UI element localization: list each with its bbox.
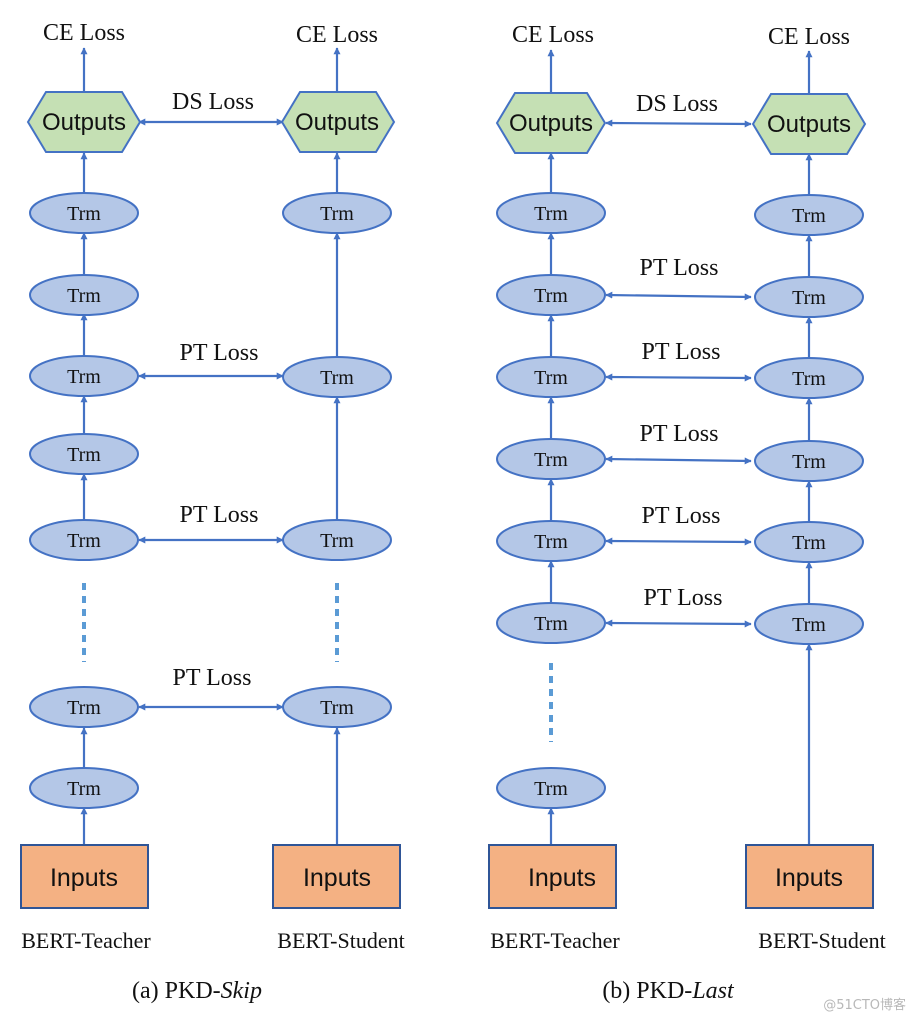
teacher-inputs-node: Inputs: [20, 844, 149, 909]
panel-pkd-skip: Outputs Trm Trm Trm Trm Trm Trm Trm: [20, 20, 405, 1004]
svg-text:Trm: Trm: [534, 613, 568, 635]
student-trm-node: Trm: [754, 440, 864, 482]
student-trm-node: Trm: [754, 276, 864, 318]
teacher-trm-node: Trm: [496, 274, 606, 316]
teacher-trm-node: Trm: [496, 767, 606, 809]
pt-loss-label: PT Loss: [642, 503, 721, 529]
svg-text:Outputs: Outputs: [295, 109, 379, 136]
student-trm-node: Trm: [282, 192, 392, 234]
svg-text:Trm: Trm: [534, 367, 568, 389]
teacher-trm-node: Trm: [29, 355, 139, 397]
student-inputs-node: Inputs: [272, 844, 401, 909]
student-outputs-node: Outputs: [280, 91, 396, 153]
teacher-trm-node: Trm: [496, 520, 606, 562]
svg-text:Trm: Trm: [67, 203, 101, 225]
student-trm-node: Trm: [754, 521, 864, 563]
teacher-trm-node: Trm: [496, 192, 606, 234]
svg-text:Trm: Trm: [67, 697, 101, 719]
teacher-trm-node: Trm: [496, 602, 606, 644]
student-label: BERT-Student: [758, 928, 885, 953]
teacher-label: BERT-Teacher: [490, 928, 620, 953]
teacher-trm-node: Trm: [29, 274, 139, 316]
svg-text:Inputs: Inputs: [775, 864, 843, 892]
pt-loss-label: PT Loss: [180, 340, 259, 366]
pt-loss-label: PT Loss: [644, 585, 723, 611]
teacher-outputs-node: Outputs: [495, 92, 607, 154]
svg-text:Inputs: Inputs: [50, 864, 118, 892]
student-trm-node: Trm: [282, 356, 392, 398]
student-label: BERT-Student: [277, 928, 404, 953]
svg-text:Trm: Trm: [792, 368, 826, 390]
svg-text:Trm: Trm: [792, 205, 826, 227]
student-trm-node: Trm: [754, 603, 864, 645]
svg-text:Trm: Trm: [67, 366, 101, 388]
pt-loss-label: PT Loss: [640, 421, 719, 447]
pt-loss-label: PT Loss: [180, 502, 259, 528]
svg-text:Outputs: Outputs: [767, 111, 851, 138]
ce-loss-label: CE Loss: [296, 22, 378, 48]
panel-pkd-last: Outputs Trm Trm Trm Trm Trm Trm Trm: [488, 22, 886, 1004]
teacher-inputs-node: Inputs: [488, 844, 617, 909]
svg-text:Trm: Trm: [67, 778, 101, 800]
svg-text:Trm: Trm: [792, 614, 826, 636]
svg-text:Trm: Trm: [320, 530, 354, 552]
svg-text:Inputs: Inputs: [528, 864, 596, 892]
teacher-outputs-node: Outputs: [26, 91, 142, 153]
student-trm-node: Trm: [754, 357, 864, 399]
teacher-trm-node: Trm: [496, 438, 606, 480]
svg-text:Trm: Trm: [320, 697, 354, 719]
ds-loss-label: DS Loss: [172, 89, 254, 115]
svg-text:Trm: Trm: [534, 531, 568, 553]
svg-text:Trm: Trm: [792, 532, 826, 554]
teacher-trm-node: Trm: [29, 519, 139, 561]
panel-caption: (b) PKD-Last: [602, 978, 735, 1004]
svg-text:Outputs: Outputs: [509, 110, 593, 137]
svg-text:Trm: Trm: [534, 778, 568, 800]
pt-loss-label: PT Loss: [640, 255, 719, 281]
svg-text:Trm: Trm: [534, 203, 568, 225]
ce-loss-label: CE Loss: [768, 24, 850, 50]
teacher-trm-node: Trm: [29, 767, 139, 809]
ce-loss-label: CE Loss: [512, 22, 594, 48]
student-trm-node: Trm: [754, 194, 864, 236]
svg-text:Trm: Trm: [792, 287, 826, 309]
svg-text:Trm: Trm: [534, 449, 568, 471]
teacher-trm-node: Trm: [29, 192, 139, 234]
watermark: @51CTO博客: [823, 997, 906, 1013]
svg-text:Trm: Trm: [67, 285, 101, 307]
ce-loss-label: CE Loss: [43, 20, 125, 46]
panel-caption: (a) PKD-Skip: [132, 978, 262, 1004]
pt-loss-label: PT Loss: [642, 339, 721, 365]
student-trm-node: Trm: [282, 686, 392, 728]
ds-loss-label: DS Loss: [636, 91, 718, 117]
student-trm-node: Trm: [282, 519, 392, 561]
teacher-label: BERT-Teacher: [21, 928, 151, 953]
teacher-trm-node: Trm: [29, 686, 139, 728]
svg-text:Trm: Trm: [534, 285, 568, 307]
teacher-trm-node: Trm: [496, 356, 606, 398]
svg-text:Trm: Trm: [792, 451, 826, 473]
svg-text:Trm: Trm: [320, 203, 354, 225]
svg-text:Trm: Trm: [320, 367, 354, 389]
svg-text:Outputs: Outputs: [42, 109, 126, 136]
student-inputs-node: Inputs: [745, 844, 874, 909]
teacher-trm-node: Trm: [29, 433, 139, 475]
svg-text:Trm: Trm: [67, 444, 101, 466]
student-outputs-node: Outputs: [751, 93, 867, 155]
svg-text:Trm: Trm: [67, 530, 101, 552]
svg-text:Inputs: Inputs: [303, 864, 371, 892]
pt-loss-label: PT Loss: [173, 665, 252, 691]
